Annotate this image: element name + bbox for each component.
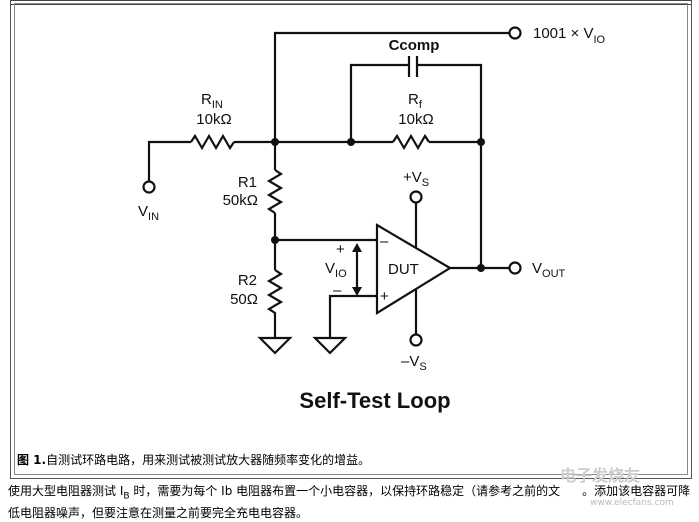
vio-arrowhead-up xyxy=(352,243,362,252)
body-text: 时，需要为每个 Ib 电阻器布置一个小电容器，以保持环路稳定（请参考之前的文 xyxy=(129,484,561,498)
label-vio: VIO xyxy=(325,260,347,280)
resistor-r2 xyxy=(266,269,284,338)
body-text: 低电阻器噪声，但要注意在测量之前要完全充电电容器。 xyxy=(8,506,309,521)
label-r2-value: 50Ω xyxy=(230,291,258,308)
diagram-title: Self-Test Loop xyxy=(299,388,450,413)
label-vin: VIN xyxy=(138,203,159,223)
resistor-rf xyxy=(392,133,430,151)
terminal-vs-neg xyxy=(409,333,423,347)
junction-dot xyxy=(347,138,355,146)
resistor-rin xyxy=(190,133,235,151)
label-vio-minus: – xyxy=(333,282,342,299)
ground-icon xyxy=(257,336,293,355)
terminal-vs-pos xyxy=(409,190,423,204)
label-out-top: 1001 × VIO xyxy=(533,25,606,46)
capacitor-ccomp xyxy=(407,56,419,77)
opamp-dut xyxy=(375,223,453,315)
junction-dot xyxy=(477,264,485,272)
figure-frame xyxy=(10,0,692,479)
resistor-r1 xyxy=(266,169,284,214)
label-rf: Rf xyxy=(408,91,423,111)
junction-dot xyxy=(271,138,279,146)
wire-ccomp xyxy=(349,63,483,268)
label-noninv-input: + xyxy=(380,288,389,305)
terminal-vin xyxy=(142,180,156,194)
label-rin: RIN xyxy=(201,91,223,111)
label-r1-value: 50kΩ xyxy=(223,192,258,209)
ground-icon xyxy=(312,336,348,355)
label-vout: VOUT xyxy=(532,260,566,280)
label-dut: DUT xyxy=(388,261,419,278)
caption-prefix: 图 1. xyxy=(17,453,47,467)
watermark-url: www.elecfans.com xyxy=(590,498,674,508)
label-vio-plus: + xyxy=(336,241,345,258)
figure-inner-frame xyxy=(14,3,688,475)
terminal-vout xyxy=(508,261,522,275)
body-subscript: B xyxy=(123,491,130,502)
circuit-diagram: 1001 × VIO Ccomp RIN 10kΩ Rf 10kΩ R1 50k… xyxy=(138,25,606,413)
vio-arrowhead-down xyxy=(352,287,362,296)
label-rin-value: 10kΩ xyxy=(196,111,231,128)
label-vs-neg: –VS xyxy=(401,353,427,373)
label-ccomp: Ccomp xyxy=(389,37,440,54)
label-r2: R2 xyxy=(238,272,257,289)
frame-top-rule xyxy=(10,0,691,5)
figure-caption: 图 1.自测试环路电路，用来测试被测试放大器随频率变化的增益。 xyxy=(17,451,370,468)
wire-top xyxy=(273,31,510,142)
wire-vin xyxy=(147,140,191,182)
junction-dot xyxy=(271,236,279,244)
label-inv-input: – xyxy=(380,233,389,250)
label-r1: R1 xyxy=(238,174,257,191)
body-text: 。添加该电容器可降 xyxy=(582,484,691,498)
body-text: 使用大型电阻器测试 I xyxy=(8,484,124,498)
wire-noninv-input xyxy=(328,294,377,338)
terminal-out-top xyxy=(508,26,522,40)
caption-text: 自测试环路电路，用来测试被测试放大器随频率变化的增益。 xyxy=(46,453,371,467)
label-rf-value: 10kΩ xyxy=(398,111,433,128)
watermark-logo: 电子发烧友 xyxy=(560,466,641,485)
label-vs-pos: +VS xyxy=(403,169,429,189)
junction-dot xyxy=(477,138,485,146)
